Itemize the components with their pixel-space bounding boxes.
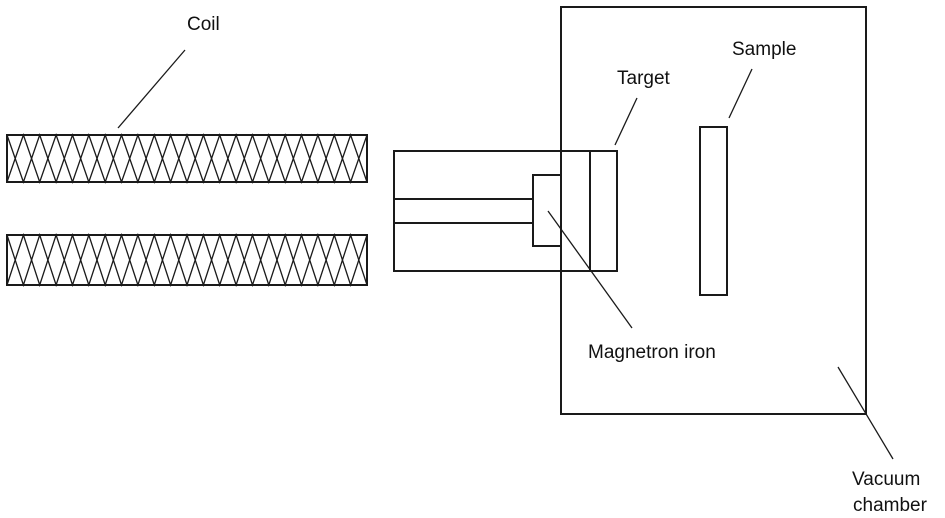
vacuum-chamber-leader-line: [837, 366, 894, 460]
magnetron-iron-head: [532, 174, 562, 247]
magnetron-iron-rod: [394, 198, 533, 224]
magnetron-iron-leader-line: [547, 210, 633, 329]
coil-label: Coil: [187, 14, 220, 35]
coil-winding-hatch: [6, 133, 368, 184]
sample-label: Sample: [732, 39, 796, 60]
sample-leader-line: [728, 68, 753, 119]
vacuum-chamber-label-line2: chamber: [853, 495, 928, 516]
coil-leader-line: [117, 49, 186, 129]
magnetron-housing: [393, 150, 618, 272]
target-label: Target: [617, 68, 671, 89]
coil-lower-winding: [6, 232, 368, 288]
vacuum-chamber-label-line1: Vacuum: [852, 469, 920, 490]
coil-winding-hatch: [6, 232, 368, 288]
coil-winding-hatch: [6, 232, 368, 288]
sample: [699, 126, 728, 296]
magnetron-iron-label: Magnetron iron: [588, 342, 716, 363]
target-leader-line: [614, 97, 638, 146]
coil-winding-hatch: [6, 133, 368, 184]
coil-upper-winding: [6, 133, 368, 184]
